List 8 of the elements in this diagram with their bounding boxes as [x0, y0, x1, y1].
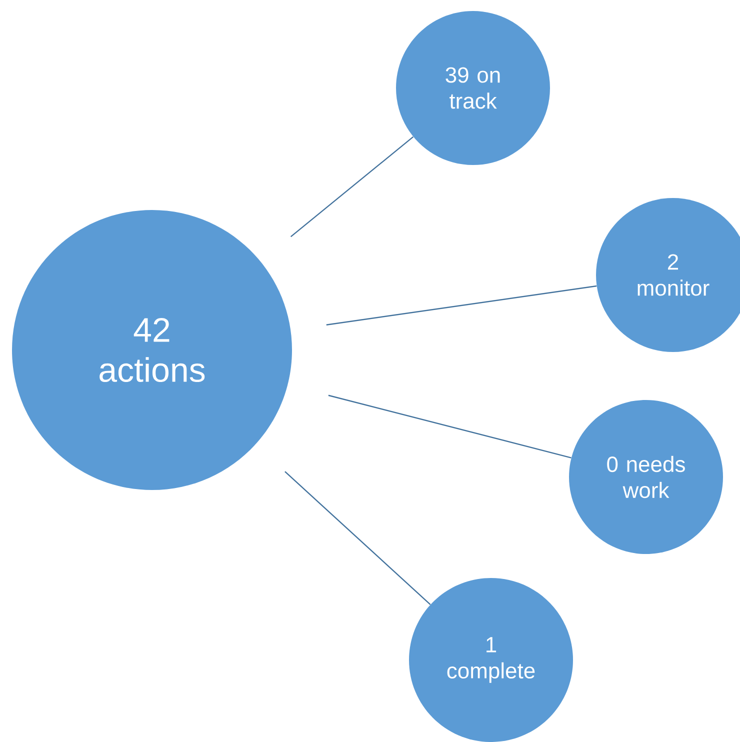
circle-node: 39 on track: [396, 11, 550, 165]
connector-line: [326, 285, 597, 326]
circle-node: 0 needs work: [569, 400, 723, 554]
circle-node: 42 actions: [12, 210, 292, 490]
circle-node: 1 complete: [409, 578, 573, 742]
connector-line: [284, 471, 431, 605]
connector-line: [328, 394, 572, 458]
connector-line: [290, 136, 414, 238]
